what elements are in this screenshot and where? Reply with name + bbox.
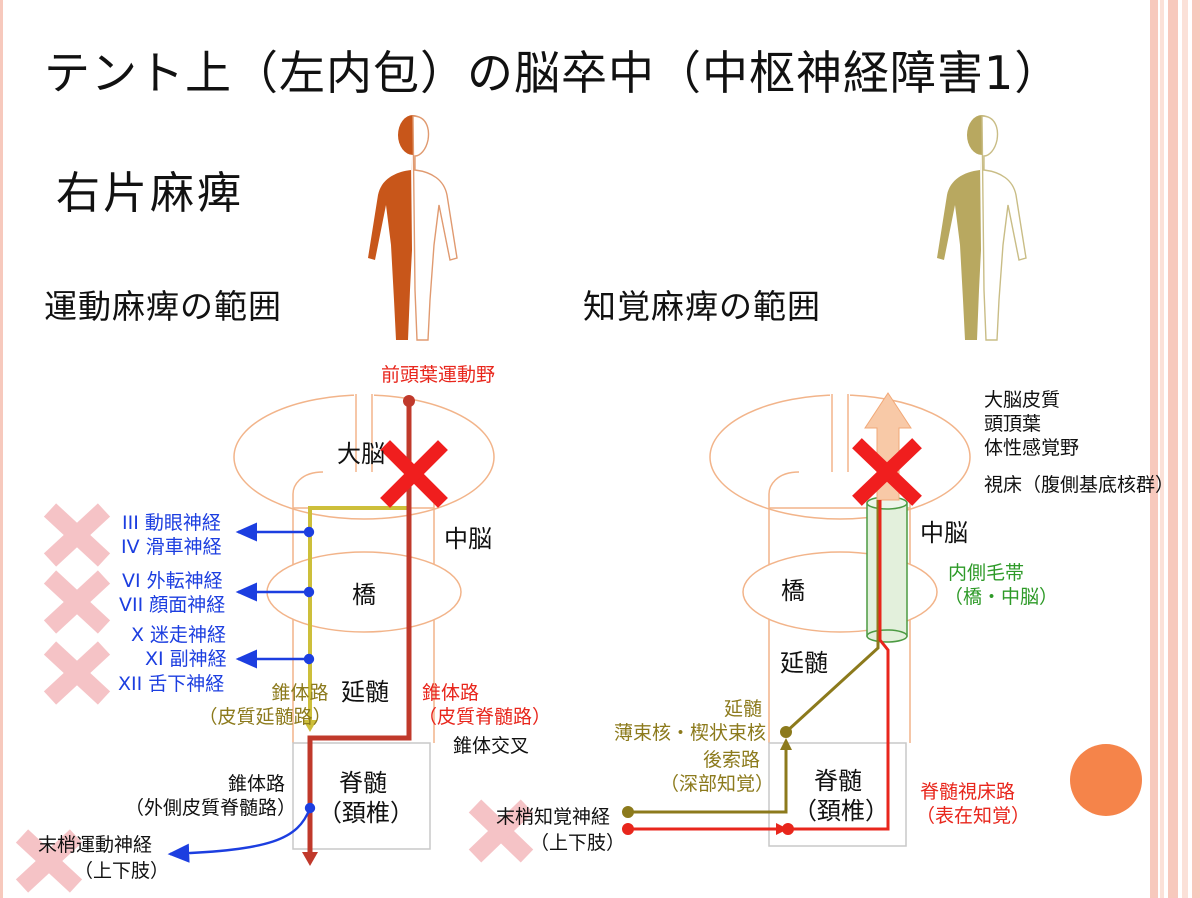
corticospinal-line2: （皮質脊髄路） [418, 706, 552, 728]
cn-12-label: XII 舌下神経 [118, 673, 225, 695]
motor-peripheral-line1: 末梢運動神経 [38, 834, 153, 856]
spinothalamic-line1: 脊髄視床路 [920, 781, 1016, 803]
cn-7-label: VII 顔面神経 [119, 594, 226, 616]
motor-cortex-label: 前頭葉運動野 [381, 364, 496, 386]
medial-lemniscus-label: 内側毛帯 （橋・中脳） [944, 561, 1058, 609]
border-stripe [1160, 0, 1164, 898]
border-stripe [1150, 0, 1158, 898]
sensory-spinal-line2: （頚椎） [793, 797, 889, 825]
corticobulbar-line1: 錐体路 [271, 682, 329, 704]
border-stripe [1192, 0, 1200, 898]
medial-lemniscus-cylinder [866, 496, 908, 643]
lemniscus-line1: 内側毛帯 [948, 562, 1025, 584]
peripheral-motor-branch [167, 802, 316, 863]
motor-medulla-label: 延髄 [341, 678, 389, 706]
nuclei-line1: 延髄 [723, 698, 762, 720]
lateral-line2: （外側皮質脊髄路） [125, 797, 297, 819]
sensory-heading: 知覚麻痺の範囲 [583, 287, 821, 326]
lateral-line1: 錐体路 [227, 773, 285, 795]
pink-cross-cn-3-4 [43, 503, 111, 567]
decussation-label: 錐体交叉 [453, 735, 530, 757]
sensory-spinal-line1: 脊髄 [814, 767, 862, 795]
spinothalamic-pathway [622, 500, 890, 835]
sensory-cortex-line1: 大脳皮質 [984, 389, 1061, 411]
motor-spinal-line2: （頚椎） [318, 799, 414, 827]
sensory-midbrain-label: 中脳 [920, 519, 968, 547]
dorsal-line2: （深部知覚） [660, 773, 775, 795]
sensory-peripheral-line2: （上下肢） [530, 832, 626, 854]
motor-spinal-label: 脊髄 （頚椎） [318, 768, 414, 828]
border-stripe [1182, 0, 1188, 898]
sensory-cortex-line2: 頭頂葉 [984, 413, 1042, 435]
corticospinal-label: 錐体路 （皮質脊髄路） [418, 681, 551, 729]
cn-3-label: III 動眼神経 [122, 512, 221, 534]
decorative-circle [1070, 744, 1142, 816]
motor-peripheral-line2: （上下肢） [74, 860, 170, 882]
slide-subtitle: 右片麻痺 [56, 168, 244, 219]
corticospinal-line1: 錐体路 [422, 682, 480, 704]
lesion-cross-motor [380, 440, 448, 508]
slide-title: テント上（左内包）の脳卒中（中枢神経障害1） [44, 46, 1062, 100]
cn-6-label: VI 外転神経 [122, 570, 223, 592]
motor-heading: 運動麻痺の範囲 [44, 287, 282, 326]
sensory-spinal-box [768, 742, 907, 847]
spinothalamic-label: 脊髄視床路 （表在知覚） [916, 780, 1030, 828]
corticobulbar-label: 錐体路 （皮質延髄路） [190, 681, 340, 729]
nuclei-line2: 薄束核・楔状束核 [614, 722, 767, 744]
motor-spinal-box [292, 742, 431, 850]
lesion-cross-sensory [852, 438, 922, 506]
sensory-cortex-label: 大脳皮質 頭頂葉 体性感覚野 [984, 388, 1079, 460]
motor-midbrain-label: 中脳 [444, 525, 492, 553]
border-stripe [1168, 0, 1178, 898]
dorsal-column-pathway [622, 500, 880, 818]
motor-spinal-line1: 脊髄 [339, 769, 387, 797]
corticospinal-tract [302, 395, 415, 866]
motor-body-figure [368, 115, 458, 341]
sensory-cortex-line3: 体性感覚野 [984, 437, 1080, 459]
border-stripe [0, 0, 3, 898]
cranial-nerve-branches [235, 522, 315, 669]
gracile-cuneate-label: 延髄 薄束核・楔状束核 [614, 697, 767, 745]
dorsal-column-label: 後索路 （深部知覚） [660, 748, 775, 796]
pink-cross-sensory-peripheral [468, 799, 534, 863]
sensory-brainstem-outline [709, 394, 971, 743]
cerebrum-label: 大脳 [337, 440, 385, 468]
motor-peripheral-label: 末梢運動神経 （上下肢） [38, 832, 169, 884]
sensory-spinal-label: 脊髄 （頚椎） [793, 766, 889, 826]
sensory-pons-label: 橋 [781, 577, 805, 605]
pink-cross-cn-6-7 [43, 570, 111, 634]
corticobulbar-line2: （皮質延髄路） [198, 706, 332, 728]
motor-brainstem-outline [233, 394, 495, 743]
motor-pons-label: 橋 [352, 581, 376, 609]
spinothalamic-line2: （表在知覚） [916, 805, 1031, 827]
dorsal-line1: 後索路 [702, 749, 760, 771]
sensory-medulla-label: 延髄 [780, 649, 828, 677]
sensory-peripheral-label: 末梢知覚神経 （上下肢） [496, 804, 625, 856]
thalamus-label: 視床（腹側基底核群） [984, 474, 1175, 496]
pink-cross-cn-10-12 [43, 641, 111, 705]
lemniscus-line2: （橋・中脳） [944, 586, 1059, 608]
pink-cross-motor-peripheral [15, 829, 83, 893]
lateral-corticospinal-label: 錐体路 （外側皮質脊髄路） [125, 772, 297, 820]
sensory-body-figure [937, 115, 1027, 341]
cn-10-label: X 迷走神経 [131, 624, 227, 646]
cn-4-label: IV 滑車神経 [121, 536, 222, 558]
cn-11-label: XI 副神経 [145, 648, 227, 670]
sensory-peripheral-line1: 末梢知覚神経 [496, 806, 611, 828]
